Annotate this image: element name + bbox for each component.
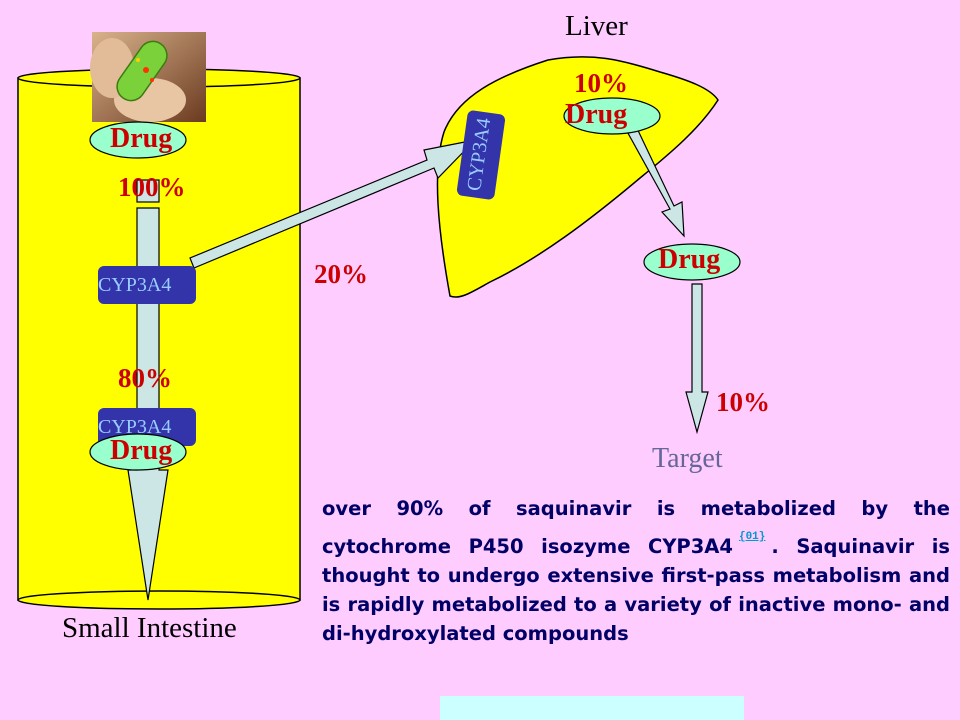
reference-link[interactable]: {01}	[738, 531, 766, 543]
drug-ellipse-intestine-top	[89, 121, 187, 159]
percent-intestine-entry: 100%	[118, 172, 186, 202]
cyp3a4-label-intestine-lower: CYP3A4	[98, 416, 172, 438]
drug-label-intestine-bottom: Drug	[110, 435, 173, 466]
cyp3a4-label-intestine-upper: CYP3A4	[98, 274, 172, 296]
saquinavir-caption: over 90% of saquinavir is metabolized by…	[322, 494, 950, 648]
arrow-to-liver	[189, 139, 477, 269]
percent-to-target: 10%	[716, 387, 770, 417]
target-label: Target	[652, 443, 723, 474]
caption-part-1: over 90% of saquinavir is metabolized by…	[322, 497, 950, 558]
percent-liver-top: 10%	[574, 68, 628, 98]
drug-ellipse-liver	[563, 97, 661, 135]
percent-intestine-mid: 80%	[118, 363, 172, 393]
intestine-flow-arrow-top	[136, 179, 160, 203]
cyp3a4-box-intestine-upper	[98, 266, 196, 304]
arrow-liver-to-drug	[623, 121, 685, 238]
percent-to-liver: 20%	[314, 259, 368, 289]
caption-part-2: . Saquinavir is thought to undergo exten…	[322, 535, 951, 645]
drug-label-liver: Drug	[565, 99, 628, 130]
drug-label-intestine-top: Drug	[110, 123, 173, 154]
pill-in-fingers-photo	[90, 32, 206, 122]
cyp3a4-box-liver	[456, 110, 506, 200]
drug-label-target: Drug	[658, 244, 721, 275]
drug-ellipse-intestine-bottom	[89, 433, 187, 471]
liver-label: Liver	[565, 10, 628, 42]
drug-ellipse-target	[643, 243, 741, 281]
footer-bar	[440, 696, 744, 720]
small-intestine-label: Small Intestine	[62, 612, 237, 644]
arrow-to-target	[685, 283, 709, 435]
